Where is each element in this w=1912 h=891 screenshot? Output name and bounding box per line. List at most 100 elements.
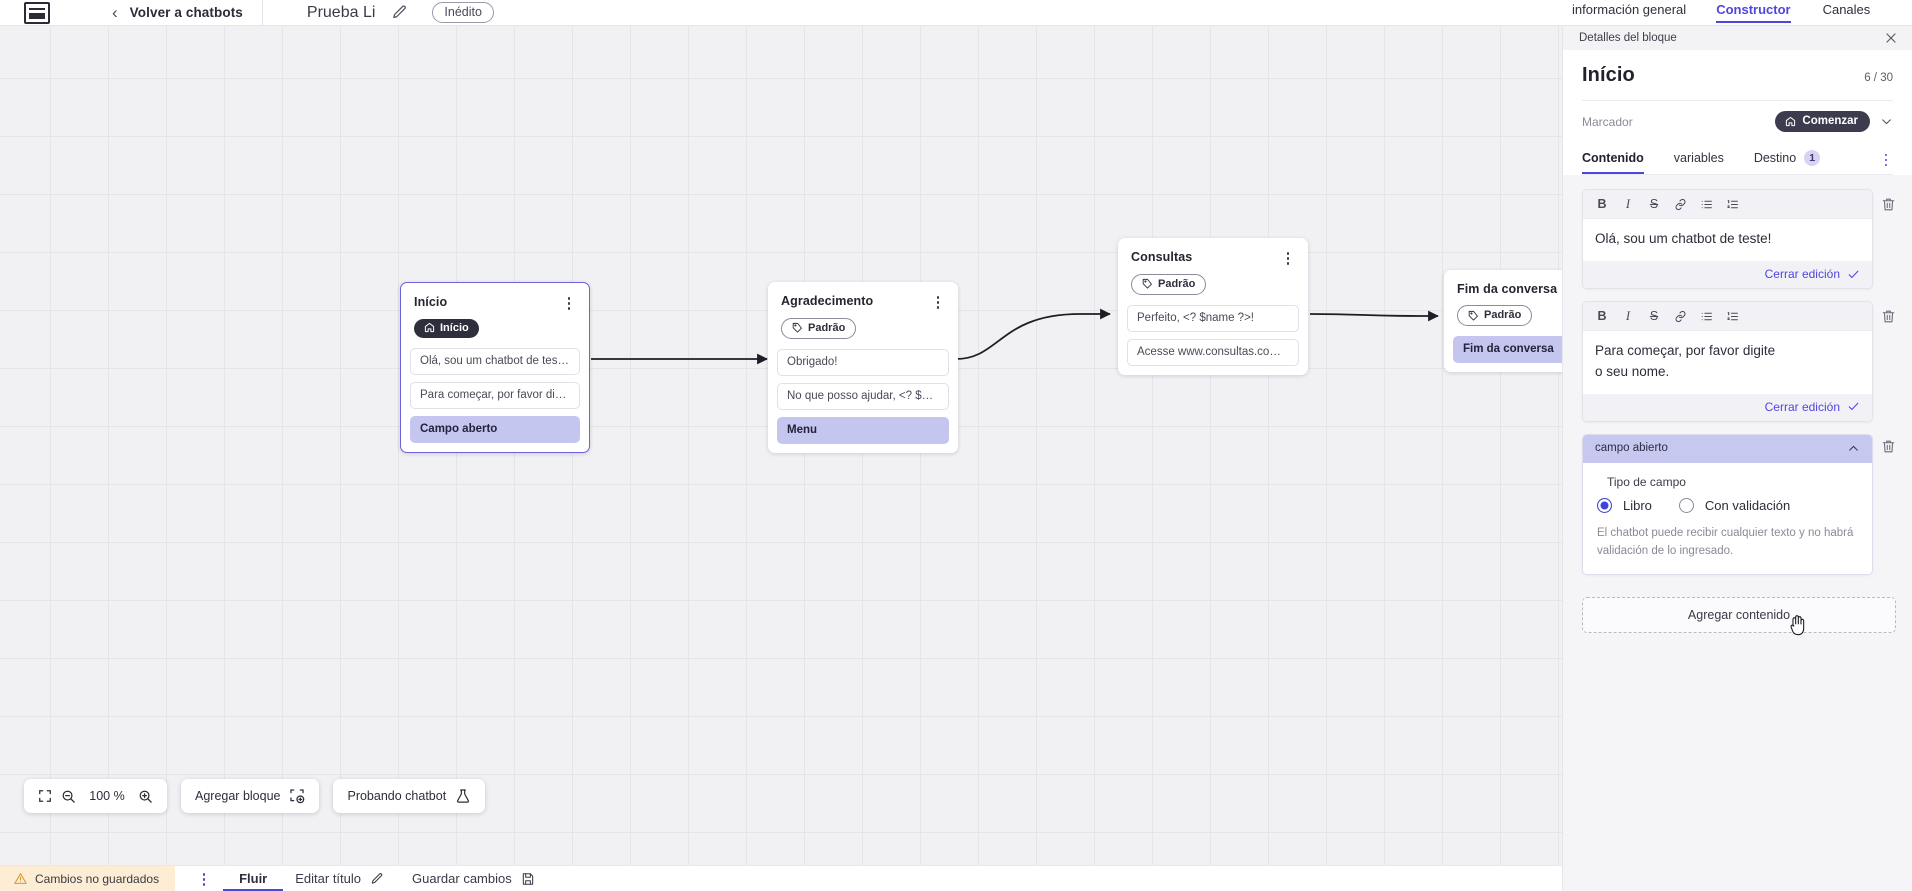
flow-node-title: Consultas [1131, 250, 1193, 264]
edit-title-label: Editar título [295, 871, 362, 886]
add-content-button[interactable]: Agregar contenido [1582, 597, 1896, 636]
edit-title-pencil-icon[interactable] [391, 4, 408, 21]
zoom-out-icon[interactable] [61, 789, 76, 804]
rich-text-value[interactable]: Olá, sou um chatbot de teste! [1583, 219, 1872, 262]
rich-text-value[interactable]: Para começar, por favor digite o seu nom… [1583, 331, 1793, 394]
flow-node-message[interactable]: Obrigado! [777, 348, 949, 376]
bullet-list-icon[interactable] [1693, 194, 1719, 214]
flow-node-tag-label: Padrão [1484, 309, 1522, 321]
detail-tabs: Contenido variables Destino 1 [1582, 141, 1893, 175]
trash-icon[interactable] [1881, 189, 1896, 212]
italic-icon[interactable]: I [1625, 196, 1631, 211]
back-chevron-icon[interactable]: ‹ [112, 3, 118, 22]
close-edit-link[interactable]: Cerrar edición [1764, 267, 1840, 282]
check-icon[interactable] [1847, 268, 1860, 281]
flow-node-tag: Padrão [781, 317, 857, 339]
flow-node-message[interactable]: Acesse www.consultas.com par… [1127, 338, 1299, 366]
close-edit-link[interactable]: Cerrar edición [1764, 399, 1840, 414]
tab-informacion-general[interactable]: información general [1572, 2, 1687, 17]
strikethrough-icon[interactable]: S [1649, 197, 1659, 211]
detail-overflow-icon[interactable] [1879, 152, 1893, 167]
topbar-divider [262, 0, 263, 26]
rte-toolbar: B I S [1583, 190, 1872, 219]
app-logo-icon[interactable] [24, 1, 50, 24]
chevron-up-icon[interactable] [1847, 442, 1860, 455]
add-block-label: Agregar bloque [195, 789, 281, 803]
block-content-list: B I S Olá, sou um chatbot de tes [1563, 175, 1912, 891]
rte-toolbar: B I S [1583, 302, 1872, 332]
bold-icon[interactable]: B [1597, 197, 1607, 211]
flow-node-messages: Perfeito, <? $name ?>! Acesse www.consul… [1118, 295, 1308, 375]
fit-screen-icon[interactable] [38, 789, 52, 803]
tab-variables[interactable]: variables [1674, 145, 1724, 173]
flow-node-message[interactable]: No que posso ajudar, <? $name … [777, 382, 949, 410]
flow-node-inicio[interactable]: Início Início Olá, sou um chatbot de tes… [400, 282, 590, 454]
rich-text-editor[interactable]: B I S Olá, sou um chatbot de tes [1582, 189, 1873, 290]
open-field-card[interactable]: campo abierto Tipo de campo Libro Con va… [1582, 433, 1873, 576]
flow-node-tag: Padrão [1131, 273, 1207, 295]
flow-node-menu-icon[interactable] [931, 294, 945, 309]
radio-con-validacion[interactable] [1678, 497, 1694, 513]
flow-node-title: Início [414, 295, 448, 309]
flow-node-message[interactable]: Para começar, por favor digite o … [410, 382, 580, 410]
trash-icon[interactable] [1881, 301, 1896, 324]
unsaved-changes-badge: Cambios no guardados [0, 865, 176, 891]
marker-value-label: Comenzar [1802, 115, 1858, 127]
field-type-radio-group: Libro Con validación [1597, 497, 1858, 513]
save-changes-label: Guardar cambios [412, 871, 512, 886]
block-details-title: Detalles del bloque [1579, 32, 1677, 44]
field-type-legend: Tipo de campo [1607, 474, 1686, 489]
link-icon[interactable] [1667, 194, 1693, 214]
status-tab-fluir[interactable]: Fluir [222, 866, 284, 891]
content-block: B I S Olá, sou um chatbot de tes [1582, 189, 1896, 290]
flow-node-header: Agradecimento Padrão [768, 282, 958, 339]
check-icon[interactable] [1847, 400, 1860, 413]
link-icon[interactable] [1667, 306, 1693, 326]
marker-value-badge[interactable]: Comenzar [1775, 111, 1870, 132]
flow-node-agradecimento[interactable]: Agradecimento Padrão Obrigado! No que po… [768, 282, 958, 453]
numbered-list-icon[interactable] [1719, 306, 1745, 326]
flow-node-message[interactable]: Perfeito, <? $name ?>! [1127, 304, 1299, 332]
flow-node-menu-icon[interactable] [562, 295, 576, 310]
flow-node-messages: Obrigado! No que posso ajudar, <? $name … [768, 339, 958, 453]
flow-node-menu-icon[interactable] [1281, 250, 1295, 265]
chevron-down-icon[interactable] [1880, 115, 1893, 128]
test-chatbot-button[interactable]: Probando chatbot [333, 779, 486, 813]
status-badge-unpublished: Inédito [432, 2, 494, 23]
numbered-list-icon[interactable] [1719, 194, 1745, 214]
flow-node-message[interactable]: Olá, sou um chatbot de teste! [410, 348, 580, 376]
rte-footer: Cerrar edición [1583, 393, 1872, 421]
bullet-list-icon[interactable] [1693, 306, 1719, 326]
italic-icon[interactable]: I [1625, 308, 1631, 323]
bold-icon[interactable]: B [1597, 309, 1607, 324]
tab-contenido[interactable]: Contenido [1582, 145, 1644, 174]
flow-node-consultas[interactable]: Consultas Padrão Perfeito, <? $name ?>! … [1118, 238, 1308, 375]
rich-text-editor[interactable]: B I S Para começar, por favor di [1582, 301, 1873, 422]
zoom-level-value: 100 % [89, 789, 125, 803]
flow-node-message-highlight[interactable]: Fim da conversa [1453, 336, 1562, 363]
tab-destino-badge: 1 [1804, 150, 1821, 166]
flow-node-message-highlight[interactable]: Menu [777, 416, 949, 444]
open-field-header[interactable]: campo abierto [1583, 434, 1872, 463]
status-more-icon[interactable] [197, 871, 211, 886]
status-tab-fluir-label: Fluir [239, 871, 268, 886]
radio-libro[interactable] [1597, 497, 1612, 513]
tab-destino[interactable]: Destino 1 [1754, 144, 1821, 174]
content-block-field: campo abierto Tipo de campo Libro Con va… [1582, 433, 1896, 576]
warning-icon [14, 872, 27, 885]
close-icon[interactable] [1884, 31, 1898, 45]
flow-node-fim-da-conversa[interactable]: Fim da conversa Padrão Fim da conversa [1444, 270, 1562, 372]
save-icon [521, 872, 535, 886]
flow-node-tag: Início [414, 318, 479, 338]
tab-constructor[interactable]: Constructor [1716, 2, 1791, 23]
save-changes-button[interactable]: Guardar cambios [412, 866, 535, 891]
strikethrough-icon[interactable]: S [1649, 309, 1659, 324]
back-to-chatbots-link[interactable]: Volver a chatbots [129, 5, 243, 20]
trash-icon[interactable] [1881, 434, 1896, 454]
tab-canales[interactable]: Canales [1822, 2, 1871, 17]
edit-title-button[interactable]: Editar título [295, 866, 384, 891]
add-block-button[interactable]: Agregar bloque [181, 779, 320, 813]
flow-canvas[interactable]: Início Início Olá, sou um chatbot de tes… [0, 26, 1562, 865]
zoom-in-icon[interactable] [138, 789, 153, 804]
flow-node-message-highlight[interactable]: Campo aberto [410, 416, 580, 444]
